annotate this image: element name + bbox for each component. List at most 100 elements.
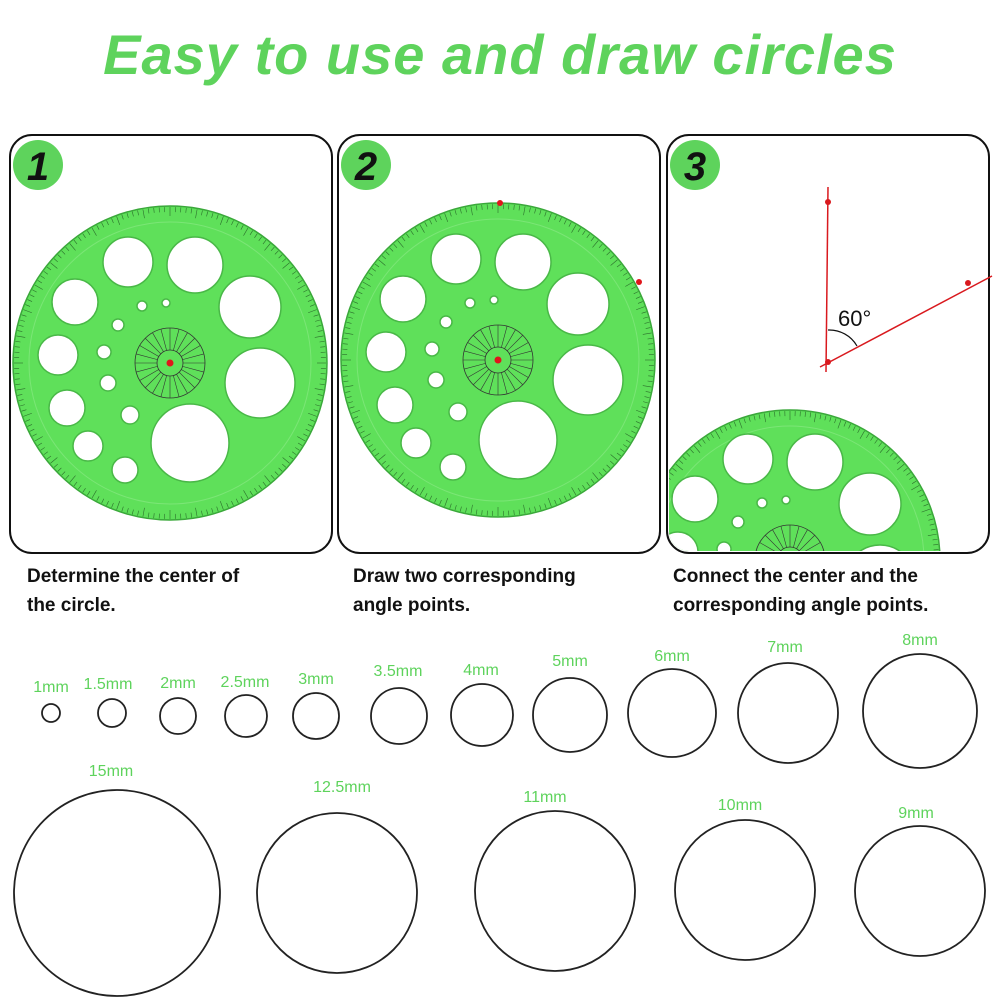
degree-tick xyxy=(206,509,209,515)
degree-tick xyxy=(419,487,425,496)
protractor-spoke xyxy=(793,526,800,548)
degree-tick xyxy=(602,468,607,473)
degree-tick xyxy=(879,445,887,453)
degree-tick xyxy=(878,442,882,447)
degree-tick xyxy=(592,240,599,248)
degree-tick xyxy=(116,501,121,510)
degree-tick xyxy=(344,332,354,335)
degree-tick xyxy=(297,442,303,446)
size-circle xyxy=(292,692,340,740)
size-circle xyxy=(224,694,268,738)
degree-tick xyxy=(598,243,603,248)
protractor-spoke xyxy=(182,353,204,360)
degree-tick xyxy=(278,254,283,259)
degree-tick xyxy=(78,236,82,242)
stencil-hole xyxy=(72,430,104,462)
degree-tick xyxy=(288,266,294,271)
stencil-hole xyxy=(120,405,140,425)
step-panel-2 xyxy=(337,134,661,554)
degree-tick xyxy=(96,225,100,230)
degree-tick xyxy=(439,215,442,221)
degree-tick xyxy=(647,600,652,601)
degree-tick xyxy=(686,452,691,457)
degree-tick xyxy=(539,209,542,215)
protractor-spoke xyxy=(509,342,529,354)
stencil-hole xyxy=(37,334,79,376)
degree-tick xyxy=(819,414,822,420)
degree-tick xyxy=(23,412,32,417)
degree-tick xyxy=(96,496,100,501)
degree-tick xyxy=(343,380,349,383)
degree-tick xyxy=(434,217,437,223)
degree-tick xyxy=(424,222,428,227)
degree-tick xyxy=(928,600,933,601)
degree-tick xyxy=(342,375,348,377)
degree-tick xyxy=(126,508,129,514)
stencil-hole xyxy=(96,344,112,360)
degree-tick xyxy=(231,220,234,226)
degree-tick xyxy=(930,528,936,531)
circle-template-ruler xyxy=(340,202,656,518)
degree-tick xyxy=(903,649,907,652)
protractor-spoke xyxy=(173,375,180,397)
degree-tick xyxy=(654,499,659,501)
protractor-spoke xyxy=(510,363,532,370)
degree-tick xyxy=(679,460,684,464)
degree-tick xyxy=(226,218,229,224)
protractor-spoke xyxy=(173,329,180,351)
degree-tick xyxy=(616,263,622,268)
degree-tick xyxy=(344,385,354,388)
angle-point xyxy=(825,199,831,205)
degree-tick xyxy=(931,590,936,591)
degree-tick xyxy=(362,281,371,287)
degree-tick xyxy=(644,590,649,591)
degree-tick xyxy=(378,259,386,266)
degree-tick xyxy=(360,286,365,290)
degree-tick xyxy=(710,433,714,439)
degree-tick xyxy=(857,428,861,433)
degree-tick xyxy=(316,399,322,402)
protractor-spoke xyxy=(480,371,492,391)
degree-tick xyxy=(415,227,419,233)
degree-tick xyxy=(921,499,927,502)
degree-tick xyxy=(342,343,348,345)
caption-line: Connect the center and the xyxy=(673,566,918,587)
degree-tick xyxy=(91,490,97,499)
angle-point-marker xyxy=(497,200,503,206)
degree-tick xyxy=(385,251,390,256)
degree-tick xyxy=(933,580,938,581)
degree-tick xyxy=(314,335,324,338)
degree-tick xyxy=(470,206,473,216)
degree-tick xyxy=(698,442,702,447)
degree-tick xyxy=(111,502,114,508)
protractor-spoke xyxy=(145,371,162,388)
degree-tick xyxy=(610,255,615,260)
degree-tick xyxy=(664,636,668,639)
stencil-hole xyxy=(448,402,468,422)
degree-tick xyxy=(586,481,590,487)
degree-tick xyxy=(911,480,917,484)
degree-tick xyxy=(235,222,239,228)
degree-tick xyxy=(834,418,837,424)
degree-tick xyxy=(744,697,746,702)
degree-tick xyxy=(147,208,150,214)
degree-tick xyxy=(309,419,315,422)
degree-tick xyxy=(27,424,33,427)
degree-tick xyxy=(635,421,641,424)
protractor-spoke xyxy=(504,329,516,349)
protractor-spoke xyxy=(467,366,487,378)
degree-tick xyxy=(346,321,352,324)
degree-tick xyxy=(454,505,457,511)
degree-tick xyxy=(368,444,373,448)
degree-tick xyxy=(648,604,653,606)
stencil-hole xyxy=(786,433,844,491)
size-label: 2mm xyxy=(160,675,196,692)
degree-tick xyxy=(642,580,647,581)
degree-tick xyxy=(393,243,398,248)
degree-tick xyxy=(282,463,287,468)
degree-tick xyxy=(917,489,922,493)
degree-tick xyxy=(153,207,155,213)
degree-tick xyxy=(928,584,937,586)
degree-tick xyxy=(240,225,244,230)
